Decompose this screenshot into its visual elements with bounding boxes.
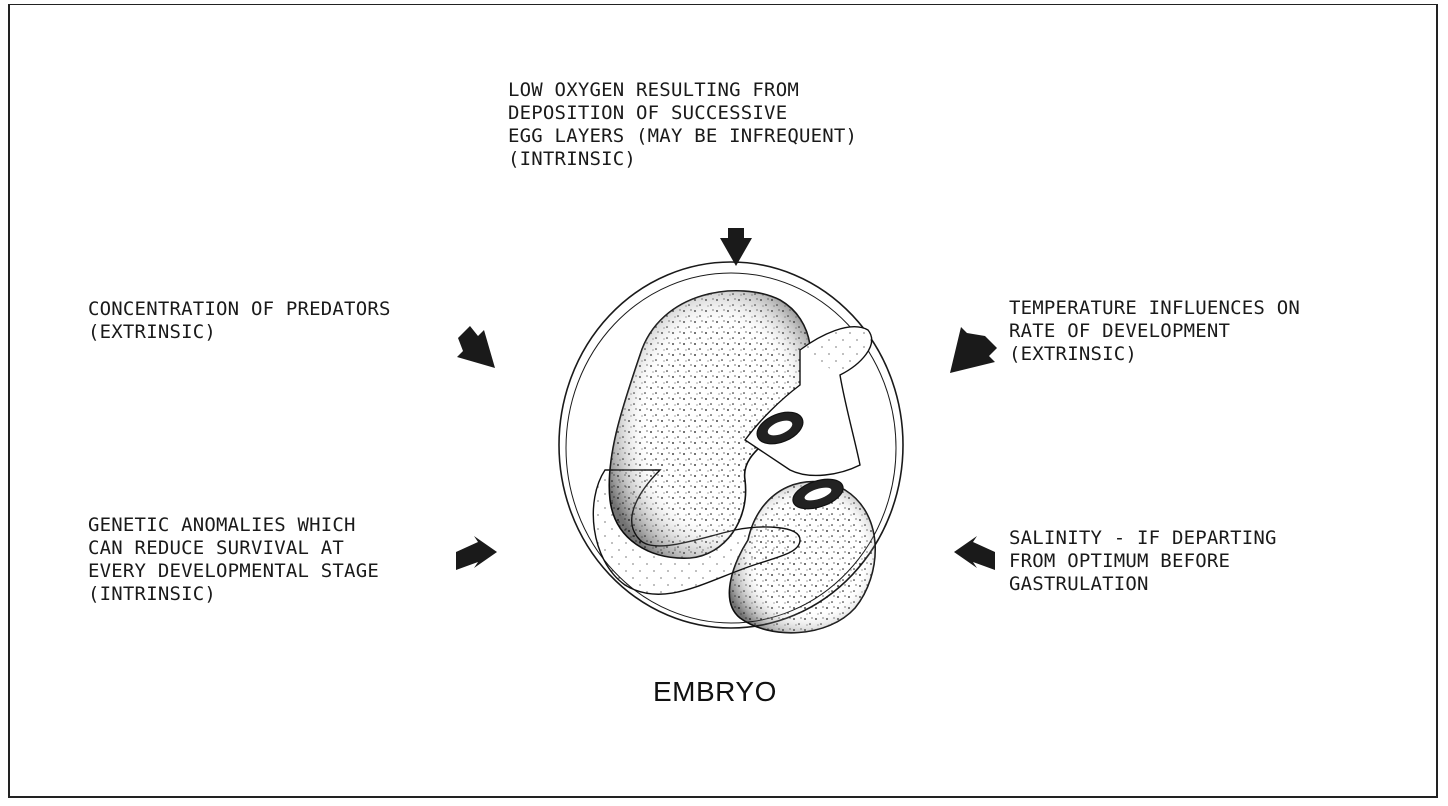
arrow-down-right-icon xyxy=(457,326,495,368)
arrow-right-icon xyxy=(456,536,497,570)
factor-temperature: TEMPERATURE INFLUENCES ON RATE OF DEVELO… xyxy=(1009,297,1300,366)
factor-line: (EXTRINSIC) xyxy=(1009,343,1300,366)
factor-line: CONCENTRATION OF PREDATORS xyxy=(88,298,391,321)
factor-line: (EXTRINSIC) xyxy=(88,321,391,344)
factor-line: EVERY DEVELOPMENTAL STAGE xyxy=(88,560,379,583)
factor-genetic-anomalies: GENETIC ANOMALIES WHICH CAN REDUCE SURVI… xyxy=(88,514,379,606)
embryo-caption: EMBRYO xyxy=(653,676,777,708)
arrow-down-icon xyxy=(720,228,752,266)
factor-predators: CONCENTRATION OF PREDATORS (EXTRINSIC) xyxy=(88,298,391,344)
factor-line: RATE OF DEVELOPMENT xyxy=(1009,320,1300,343)
factor-line: (INTRINSIC) xyxy=(88,583,379,606)
arrow-left-icon xyxy=(954,536,995,570)
factor-line: DEPOSITION OF SUCCESSIVE xyxy=(508,102,857,125)
factor-line: SALINITY - IF DEPARTING xyxy=(1009,527,1277,550)
factor-line: FROM OPTIMUM BEFORE xyxy=(1009,550,1277,573)
factor-line: CAN REDUCE SURVIVAL AT xyxy=(88,537,379,560)
factor-line: GASTRULATION xyxy=(1009,573,1277,596)
factor-line: GENETIC ANOMALIES WHICH xyxy=(88,514,379,537)
factor-low-oxygen: LOW OXYGEN RESULTING FROM DEPOSITION OF … xyxy=(508,79,857,171)
factor-line: LOW OXYGEN RESULTING FROM xyxy=(508,79,857,102)
factor-line: EGG LAYERS (MAY BE INFREQUENT) xyxy=(508,125,857,148)
arrow-down-left-icon xyxy=(950,327,997,373)
factor-line: TEMPERATURE INFLUENCES ON xyxy=(1009,297,1300,320)
factor-line: (INTRINSIC) xyxy=(508,148,857,171)
factor-salinity: SALINITY - IF DEPARTING FROM OPTIMUM BEF… xyxy=(1009,527,1277,596)
